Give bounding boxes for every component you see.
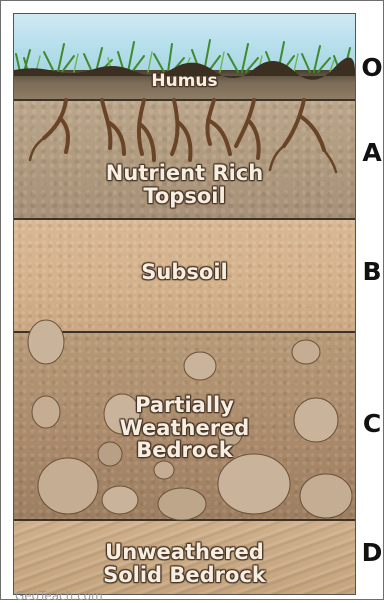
weathered-label-line1: Partially: [14, 394, 355, 417]
horizon-b-letter: B: [361, 257, 383, 286]
soil-profile: Humus Nutrient Rich Topsoil Subsoil Part…: [13, 13, 356, 595]
horizon-o-letter: O: [361, 53, 383, 82]
credit-watermark: GeoTeach.com: [15, 589, 103, 603]
weathered-label-line3: Bedrock: [14, 439, 355, 462]
subsoil-label: Subsoil: [14, 261, 355, 284]
horizon-c-letter: C: [361, 409, 383, 438]
bedrock-label-line2: Solid Bedrock: [14, 564, 355, 587]
weathered-bedrock-label: Partially Weathered Bedrock: [14, 394, 355, 462]
topsoil-label-line1: Nutrient Rich: [14, 162, 355, 185]
topsoil-label-line2: Topsoil: [14, 185, 355, 208]
weathered-label-line2: Weathered: [14, 417, 355, 440]
solid-bedrock-label: Unweathered Solid Bedrock: [14, 541, 355, 586]
topsoil-label: Nutrient Rich Topsoil: [14, 162, 355, 207]
horizon-a-letter: A: [361, 138, 383, 167]
bedrock-label-line1: Unweathered: [14, 541, 355, 564]
soil-illustration: [14, 14, 355, 594]
humus-label: Humus: [14, 72, 355, 90]
horizon-d-letter: D: [361, 538, 383, 567]
